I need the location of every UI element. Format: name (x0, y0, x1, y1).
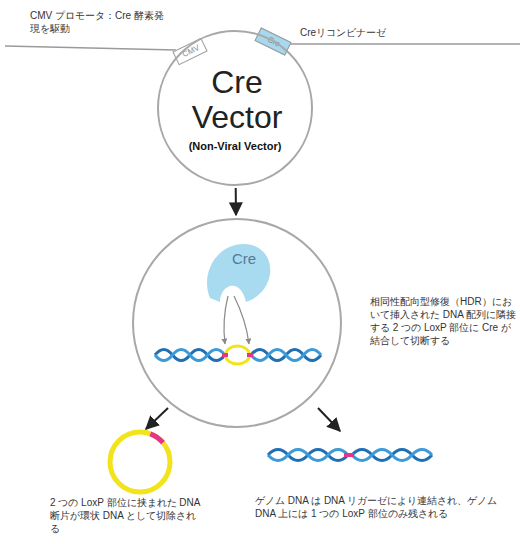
dna-strand (268, 450, 348, 461)
loxp-site (150, 434, 163, 443)
callout-text: Creリコンビナーゼ (300, 26, 420, 39)
loxp-site (247, 353, 253, 357)
caption-text: 2 つの LoxP 部位に挟まれた DNA 断片が環状 DNA として切除される (50, 496, 205, 535)
loxp-site (222, 353, 228, 357)
plasmid-circle: Cre Vector (Non-Viral Vector) (157, 30, 313, 186)
dna-strand (251, 350, 321, 361)
binding-arrow (234, 296, 249, 344)
enzyme-shape (202, 240, 272, 305)
node-label: Cre (224, 250, 264, 267)
flow-arrow (235, 188, 237, 215)
enzyme-body (207, 244, 270, 302)
dna-strand (155, 350, 225, 361)
node-label: 相同性配向型修復（HDR）において挿入された DNA 配列に隣接する 2 つの … (370, 295, 518, 347)
circular-dna (110, 432, 170, 492)
floxed-segment (226, 346, 250, 364)
binding-arrow (224, 296, 228, 344)
node-label: Cre (256, 30, 291, 54)
cre-enzyme: Cre (202, 240, 272, 305)
dna-strand (251, 350, 321, 361)
gene-box: Cre (254, 27, 291, 55)
node-label: CMV (175, 40, 208, 63)
promoter-box: CMV (172, 38, 207, 66)
vector-backbone-line (288, 43, 520, 45)
dna-strand (268, 450, 348, 461)
product-arrow (146, 408, 168, 429)
caption-text: ゲノム DNA は DNA リガーゼにより連結され、ゲノム DNA 上には 1 … (255, 494, 510, 520)
dna-strand (352, 450, 432, 461)
node-label: Cre Vector (172, 65, 302, 135)
node-sublabel: (Non-Viral Vector) (159, 140, 311, 153)
cell-circle: 相同性配向型修復（HDR）において挿入された DNA 配列に隣接する 2 つの … (132, 218, 342, 428)
product-arrow (318, 408, 340, 431)
dna-strand (155, 350, 225, 361)
loxp-site (344, 453, 354, 457)
vector-backbone-line (5, 46, 176, 50)
callout-text: CMV プロモータ：Cre 酵素発現を駆動 (30, 9, 170, 35)
dna-strand (352, 450, 432, 461)
